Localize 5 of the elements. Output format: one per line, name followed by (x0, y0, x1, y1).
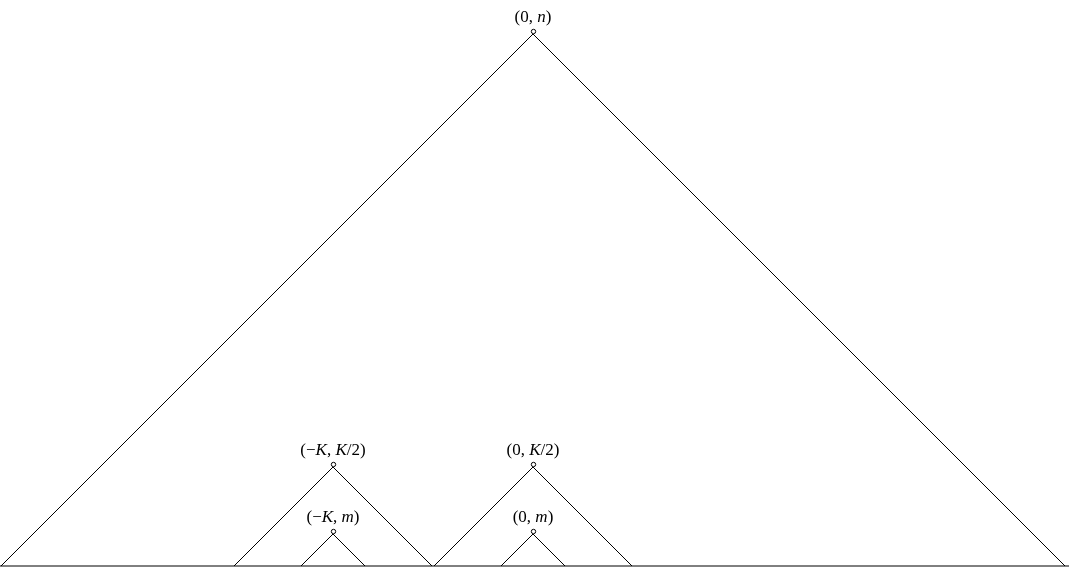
point-label: (−K, m) (306, 507, 360, 527)
point-label: (0, n) (514, 7, 552, 27)
point-label: (0, K/2) (506, 440, 560, 460)
point-label: (0, m) (512, 507, 554, 527)
point-label: (−K, K/2) (300, 440, 366, 460)
